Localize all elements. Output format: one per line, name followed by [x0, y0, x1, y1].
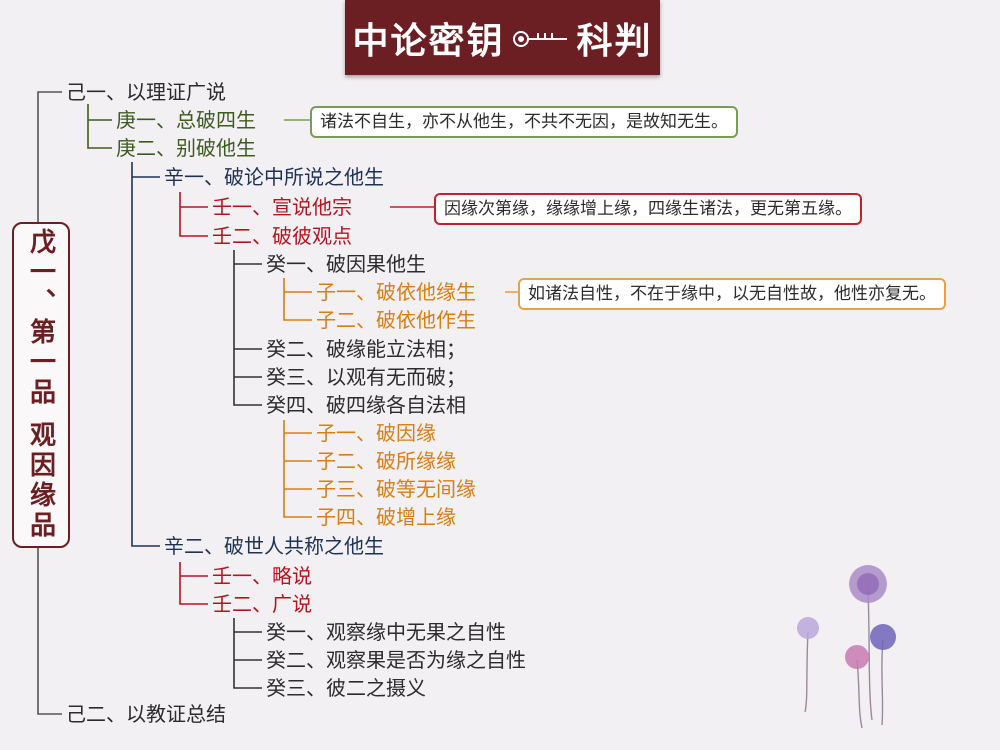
node-gui2b: 癸二、观察果是否为缘之自性 [266, 648, 526, 672]
node-ji2: 己二、以教证总结 [66, 702, 226, 726]
node-zi2b: 子二、破所缘缘 [316, 449, 456, 473]
node-gui1: 癸一、破因果他生 [266, 252, 426, 276]
node-gui3: 癸三、以观有无而破； [266, 365, 466, 389]
node-ji1: 己一、以理证广说 [66, 80, 226, 104]
node-zi4b: 子四、破增上缘 [316, 505, 456, 529]
node-gui3b: 癸三、彼二之摄义 [266, 676, 426, 700]
node-gui4: 癸四、破四缘各自法相 [266, 393, 466, 417]
node-ren2: 壬二、破彼观点 [212, 224, 352, 248]
node-zi1b: 子一、破因缘 [316, 421, 436, 445]
root-node: 戊一、第一品 观因缘品 [12, 222, 70, 548]
dandelion-flowers-icon [797, 565, 896, 729]
node-ren1b: 壬一、略说 [212, 564, 312, 588]
node-xin1: 辛一、破论中所说之他生 [164, 165, 384, 189]
node-xin2: 辛二、破世人共称之他生 [164, 534, 384, 558]
node-gui2: 癸二、破缘能立法相； [266, 337, 466, 361]
root-node-label: 戊一、第一品 观因缘品 [25, 228, 56, 542]
callout-note-3: 如诸法自性，不在于缘中，以无自性故，他性亦复无。 [518, 278, 946, 310]
title-separator-icon [511, 28, 571, 48]
node-gui1b: 癸一、观察缘中无果之自性 [266, 620, 506, 644]
title-right: 科判 [576, 20, 653, 62]
node-geng1: 庚一、总破四生 [116, 108, 256, 132]
node-ren1: 壬一、宣说他宗 [212, 195, 352, 219]
title-left: 中论密钥 [352, 20, 505, 62]
node-geng2: 庚二、别破他生 [116, 136, 256, 160]
node-zi1: 子一、破依他缘生 [316, 280, 476, 304]
node-zi2: 子二、破依他作生 [316, 308, 476, 332]
node-ren2b: 壬二、广说 [212, 592, 312, 616]
page-title: 中论密钥 科判 [345, 0, 660, 75]
callout-note-2: 因缘次第缘，缘缘增上缘，四缘生诸法，更无第五缘。 [434, 193, 862, 225]
node-zi3b: 子三、破等无间缘 [316, 477, 476, 501]
callout-note-1: 诸法不自生，亦不从他生，不共不无因，是故知无生。 [310, 106, 738, 138]
